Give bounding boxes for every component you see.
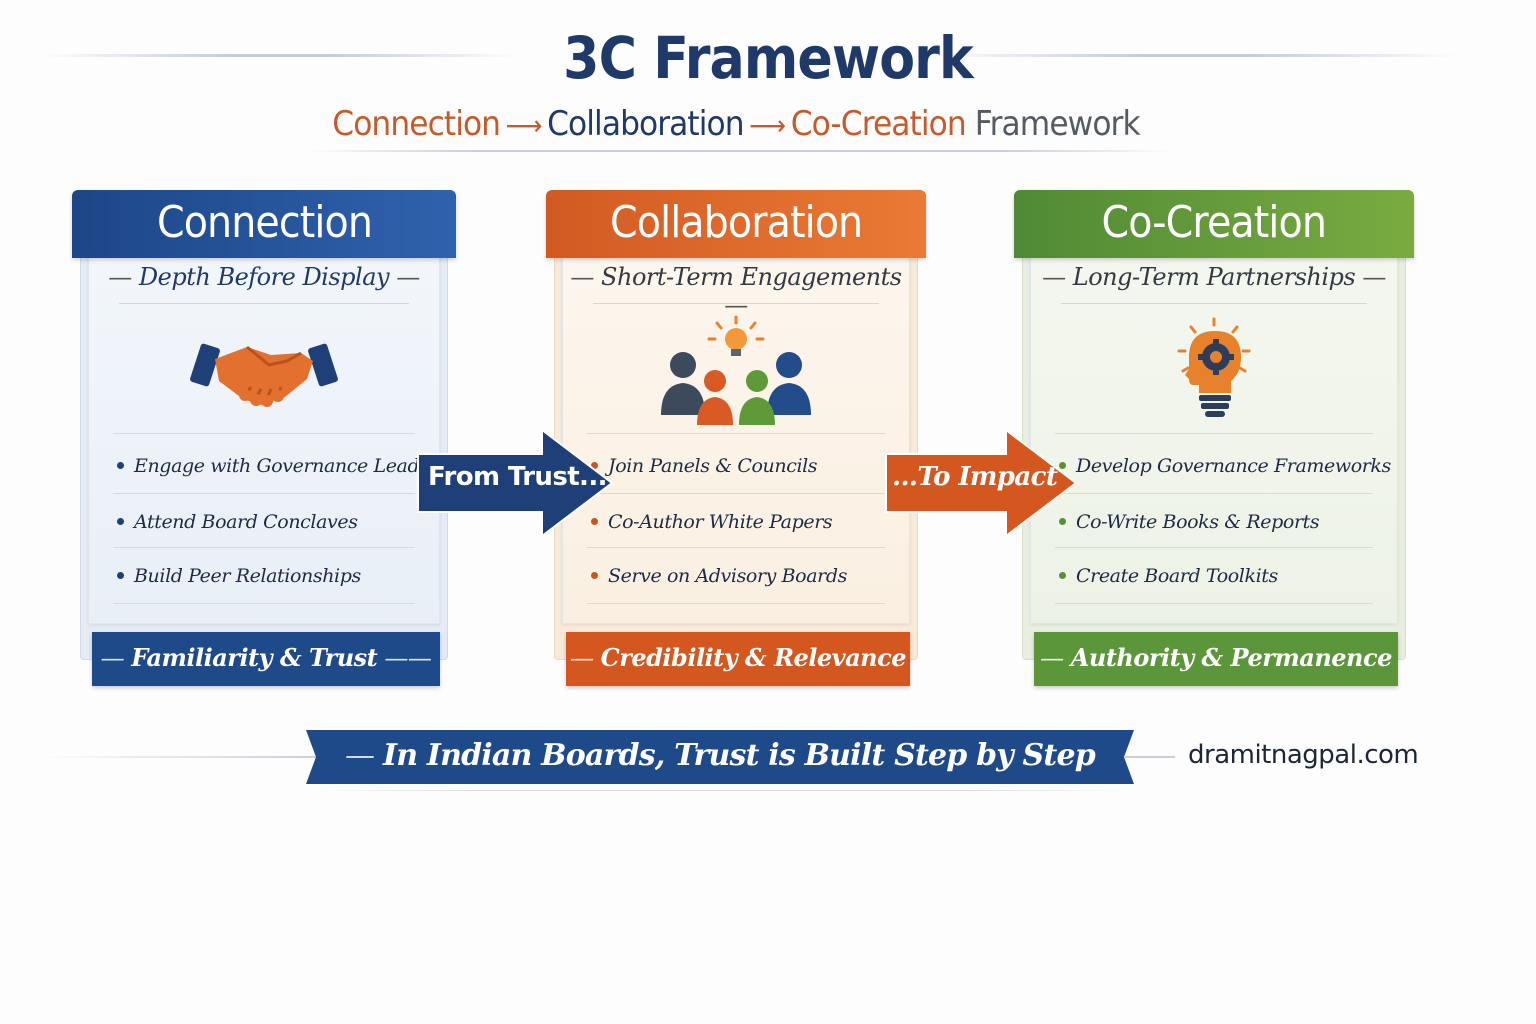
collaboration-list-item: Serve on Advisory Boards	[591, 565, 899, 587]
subtitle-arrow-1: ⟶	[505, 109, 543, 142]
banner-text: — In Indian Boards, Trust is Built Step …	[345, 738, 1096, 825]
bullet-dot	[1059, 517, 1066, 525]
connection-footer-text: Familiarity & Trust	[131, 643, 378, 672]
co-creation-list-rule-4	[1055, 603, 1373, 604]
co-creation-item-2: Co-Write Books & Reports	[1076, 511, 1320, 533]
connection-item-1: Engage with Governance Leaders	[134, 455, 449, 477]
bullet-dot	[591, 461, 598, 469]
connection-header: Connection	[72, 190, 456, 258]
co-creation-header: Co-Creation	[1014, 190, 1414, 258]
co-creation-list-item: Co-Write Books & Reports	[1059, 511, 1387, 533]
banner-underline	[310, 790, 1130, 791]
collaboration-subtitle-text: Short-Term Engagements	[601, 263, 902, 291]
bullet-dot	[117, 517, 124, 525]
banner-rule-right	[1125, 756, 1175, 758]
co-creation-footer: — Authority & Permanence —	[1034, 632, 1398, 724]
website-link[interactable]: dramitnagpal.com	[1188, 740, 1419, 770]
bullet-dot	[117, 571, 124, 579]
banner-message: In Indian Boards, Trust is Built Step by…	[382, 738, 1096, 773]
head-gear-lightbulb-icon	[1031, 315, 1397, 425]
connection-list-item: Attend Board Conclaves	[117, 511, 429, 533]
arrow-to-impact: ...To Impact	[884, 427, 1080, 539]
connection-list-rule-4	[113, 603, 415, 604]
collaboration-item-2: Co-Author White Papers	[608, 511, 833, 533]
connection-footer: — Familiarity & Trust ——	[92, 632, 440, 686]
collaboration-list-rule-2	[587, 493, 885, 494]
co-creation-list-rule-1	[1055, 433, 1373, 434]
connection-list-rule-1	[113, 433, 415, 434]
collaboration-list-item: Co-Author White Papers	[591, 511, 899, 533]
connection-column: — Depth Before Display — Engage with Gov…	[72, 190, 456, 690]
subtitle-arrow-2: ⟶	[749, 109, 786, 142]
co-creation-subtitle: — Long-Term Partnerships —	[1042, 263, 1386, 291]
co-creation-column: — Long-Term Partnerships —	[1014, 190, 1414, 724]
subtitle-collaboration: Collaboration	[547, 104, 744, 144]
page-subtitle: Connection⟶Collaboration⟶Co-Creation Fra…	[59, 104, 1413, 144]
connection-list-item: Build Peer Relationships	[117, 565, 429, 587]
title-rule-left	[40, 54, 520, 57]
co-creation-panel: — Long-Term Partnerships —	[1030, 254, 1398, 624]
arrow-from-trust-label: From Trust...	[428, 462, 607, 492]
collaboration-title: Collaboration	[609, 197, 863, 248]
connection-subtitle: — Depth Before Display —	[108, 263, 420, 291]
collaboration-list-rule-3	[587, 547, 885, 548]
arrow-to-impact-label: ...To Impact	[892, 462, 1058, 492]
co-creation-list-item: Create Board Toolkits	[1059, 565, 1387, 587]
bullet-dot	[1059, 571, 1066, 579]
bottom-banner: — In Indian Boards, Trust is Built Step …	[306, 730, 1134, 825]
handshake-icon	[89, 315, 439, 425]
collaboration-list-rule-1	[587, 433, 885, 434]
co-creation-list-rule-2	[1055, 493, 1373, 494]
connection-panel: — Depth Before Display — Engage with Gov…	[88, 254, 449, 624]
collaboration-footer: — Credibility & Relevance —	[566, 632, 910, 724]
co-creation-item-3: Create Board Toolkits	[1076, 565, 1278, 587]
co-creation-subtitle-text: Long-Term Partnerships	[1072, 263, 1356, 291]
connection-list-rule-3	[113, 547, 415, 548]
subtitle-co-creation: Co-Creation	[790, 104, 967, 144]
co-creation-title: Co-Creation	[1101, 197, 1327, 248]
co-creation-list-item: Develop Governance Frameworks	[1059, 455, 1391, 477]
collaboration-item-3: Serve on Advisory Boards	[608, 565, 847, 587]
bullet-dot	[591, 571, 598, 579]
subtitle-connection: Connection	[332, 104, 501, 144]
connection-item-2: Attend Board Conclaves	[134, 511, 358, 533]
connection-title: Connection	[156, 197, 372, 248]
co-creation-subtitle-rule	[1061, 303, 1367, 304]
connection-subtitle-text: Depth Before Display	[138, 263, 390, 291]
bullet-dot	[117, 461, 124, 469]
arrow-from-trust: From Trust...	[416, 427, 616, 539]
banner-rule-left	[40, 756, 320, 758]
team-lightbulb-icon	[563, 315, 909, 425]
co-creation-footer-text: Authority & Permanence	[1070, 643, 1393, 672]
collaboration-item-1: Join Panels & Councils	[608, 455, 818, 477]
co-creation-list-rule-3	[1055, 547, 1373, 548]
connection-list-item: Engage with Governance Leaders	[117, 455, 449, 477]
collaboration-subtitle-rule	[593, 303, 879, 304]
page-title: 3C Framework	[563, 24, 974, 92]
subtitle-rule	[305, 150, 1175, 152]
bullet-dot	[591, 517, 598, 525]
bullet-dot	[1059, 461, 1066, 469]
connection-subtitle-rule	[119, 303, 409, 304]
collaboration-list-rule-4	[587, 603, 885, 604]
connection-item-3: Build Peer Relationships	[134, 565, 361, 587]
collaboration-column: — Short-Term Engagements —	[546, 190, 926, 724]
connection-list-rule-2	[113, 493, 415, 494]
title-rule-right	[930, 54, 1460, 57]
collaboration-list-item: Join Panels & Councils	[591, 455, 899, 477]
collaboration-header: Collaboration	[546, 190, 926, 258]
subtitle-framework: Framework	[974, 104, 1141, 144]
collaboration-subtitle: — Short-Term Engagements —	[570, 263, 902, 319]
co-creation-item-1: Develop Governance Frameworks	[1076, 455, 1391, 477]
collaboration-footer-text: Credibility & Relevance	[600, 643, 907, 672]
